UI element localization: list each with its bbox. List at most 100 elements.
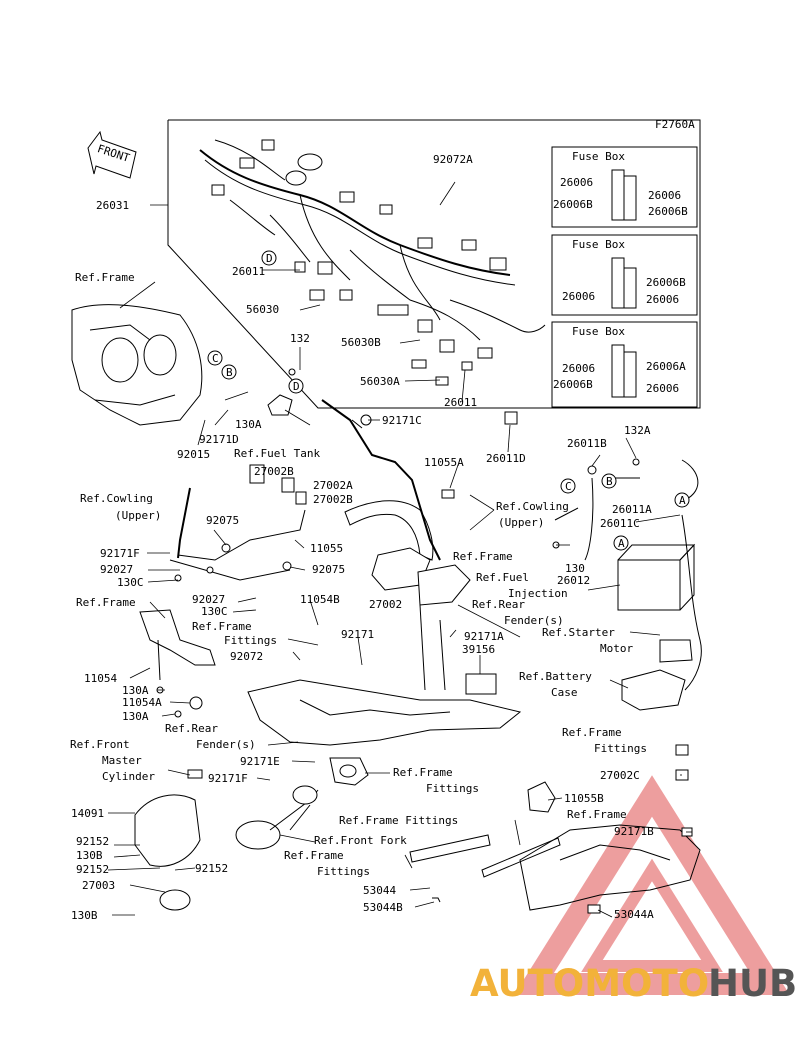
part-130C: 130C <box>117 576 144 589</box>
part-92171D: 92171D <box>199 433 239 446</box>
ref-front-master-1: Ref.Front <box>70 738 130 751</box>
part-130Ac: 130A <box>122 710 149 723</box>
part-92152c: 92152 <box>195 862 228 875</box>
part-92171: 92171 <box>341 628 374 641</box>
part-130Bb: 130B <box>71 909 98 922</box>
ref-rear-fender-right-1: Ref.Rear <box>472 598 525 611</box>
ref-starter-motor-2: Motor <box>600 642 633 655</box>
part-11054A: 11054A <box>122 696 162 709</box>
part-11055A: 11055A <box>424 456 464 469</box>
part-92152: 92152 <box>76 835 109 848</box>
ref-front-master-3: Cylinder <box>102 770 155 783</box>
part-26011A: 26011A <box>612 503 652 516</box>
part-92171A: 92171A <box>464 630 504 643</box>
ref-starter-motor-1: Ref.Starter <box>542 626 615 639</box>
fuse-box-1: Fuse Box 26006 26006B 26006 26006B <box>551 146 698 228</box>
part-92075b: 92075 <box>312 563 345 576</box>
watermark-hub: HUB <box>708 962 797 1005</box>
svg-text:26006B: 26006B <box>553 198 593 211</box>
ecu-27002 <box>371 547 471 606</box>
fuel-tank-bracket <box>267 368 296 416</box>
ref-fuel-tank: Ref.Fuel Tank <box>234 447 320 460</box>
part-56030: 56030 <box>246 303 279 316</box>
ref-frame-bottom-right: Ref.Frame <box>567 808 627 821</box>
part-132A: 132A <box>624 424 651 437</box>
ref-rear-fender-right-2: Fender(s) <box>504 614 564 627</box>
front-fork-clamp <box>235 785 319 850</box>
reference-labels: Ref.Frame Ref.Fuel Tank Ref.Cowling (Upp… <box>70 271 647 878</box>
battery-case <box>621 639 693 711</box>
svg-text:A: A <box>618 537 625 550</box>
part-130B: 130B <box>76 849 103 862</box>
fuse-box-2-title: Fuse Box <box>572 238 625 251</box>
part-92171B: 92171B <box>614 825 654 838</box>
ref-frame-fittings-center-1: Ref.Frame <box>284 849 344 862</box>
ref-fuel-injection-2: Injection <box>508 587 568 600</box>
ref-frame-left: Ref.Frame <box>76 596 136 609</box>
battery-cables <box>552 458 702 691</box>
part-92075: 92075 <box>206 514 239 527</box>
part-92027b: 92027 <box>192 593 225 606</box>
part-11054: 11054 <box>84 672 117 685</box>
svg-text:B: B <box>606 475 613 488</box>
part-39156: 39156 <box>462 643 495 656</box>
ref-rear-fender-left-1: Ref.Rear <box>165 722 218 735</box>
part-92171E: 92171E <box>240 755 280 768</box>
svg-text:26006: 26006 <box>648 189 681 202</box>
part-130Cb: 130C <box>201 605 228 618</box>
svg-text:C: C <box>212 352 219 365</box>
svg-text:26006B: 26006B <box>553 378 593 391</box>
part-53044A: 53044A <box>614 908 654 921</box>
svg-text:26006: 26006 <box>560 176 593 189</box>
part-27003: 27003 <box>82 879 115 892</box>
ref-cowling-upper-left-1: Ref.Cowling <box>80 492 153 505</box>
part-130: 130 <box>565 562 585 575</box>
ref-fuel-injection-1: Ref.Fuel <box>476 571 529 584</box>
battery-26012 <box>617 543 696 611</box>
ref-cowling-upper-left-2: (Upper) <box>115 509 161 522</box>
part-92171C: 92171C <box>382 414 422 427</box>
ref-frame-fittings-1: Ref.Frame <box>192 620 252 633</box>
part-56030B: 56030B <box>341 336 381 349</box>
harness-bracket <box>321 399 441 561</box>
ref-frame-mid: Ref.Frame <box>453 550 513 563</box>
svg-text:A: A <box>679 494 686 507</box>
ref-frame-fittings-right-1: Ref.Frame <box>562 726 622 739</box>
strip-53044 <box>409 834 561 903</box>
ref-frame-fittings-bottom: Ref.Frame Fittings <box>339 814 458 827</box>
part-26011D: 26011D <box>486 452 526 465</box>
part-27002A: 27002A <box>313 479 353 492</box>
figure-code: F2760A <box>655 118 695 131</box>
ref-frame-fittings-center-2: Fittings <box>317 865 370 878</box>
svg-text:C: C <box>565 480 572 493</box>
svg-text:26006: 26006 <box>646 382 679 395</box>
part-26011: 26011 <box>232 265 265 278</box>
part-14091: 14091 <box>71 807 104 820</box>
ref-frame-fittings-mid-1: Ref.Frame <box>393 766 453 779</box>
part-92027: 92027 <box>100 563 133 576</box>
part-labels: 26031 92072A 26011 56030 56030B 56030A 2… <box>71 153 654 922</box>
fuse-box-3: Fuse Box 26006 26006B 26006A 26006 <box>551 321 698 408</box>
svg-text:D: D <box>293 380 300 393</box>
part-92171Fb: 92171F <box>208 772 248 785</box>
part-26031: 26031 <box>96 199 129 212</box>
frame-left-top <box>71 304 203 426</box>
watermark-auto: AUTOMOTO <box>470 962 709 1005</box>
rear-fender-tray <box>247 604 522 746</box>
part-92152b: 92152 <box>76 863 109 876</box>
part-27002B: 27002B <box>254 465 294 478</box>
part-26012: 26012 <box>557 574 590 587</box>
svg-text:B: B <box>226 366 233 379</box>
part-92015: 92015 <box>177 448 210 461</box>
part-27002: 27002 <box>369 598 402 611</box>
ref-frame-fittings-mid-2: Fittings <box>426 782 479 795</box>
watermark-text: AUTOMOTO HUB <box>470 962 797 1005</box>
harness-outline <box>150 119 701 409</box>
stay-11055a <box>344 489 455 561</box>
part-27002C: 27002C <box>600 769 640 782</box>
svg-text:26006: 26006 <box>562 290 595 303</box>
front-arrow-icon: FRONT <box>87 130 137 179</box>
svg-text:26006B: 26006B <box>648 205 688 218</box>
wiring-harness <box>199 139 546 425</box>
ref-battery-case-2: Case <box>551 686 578 699</box>
